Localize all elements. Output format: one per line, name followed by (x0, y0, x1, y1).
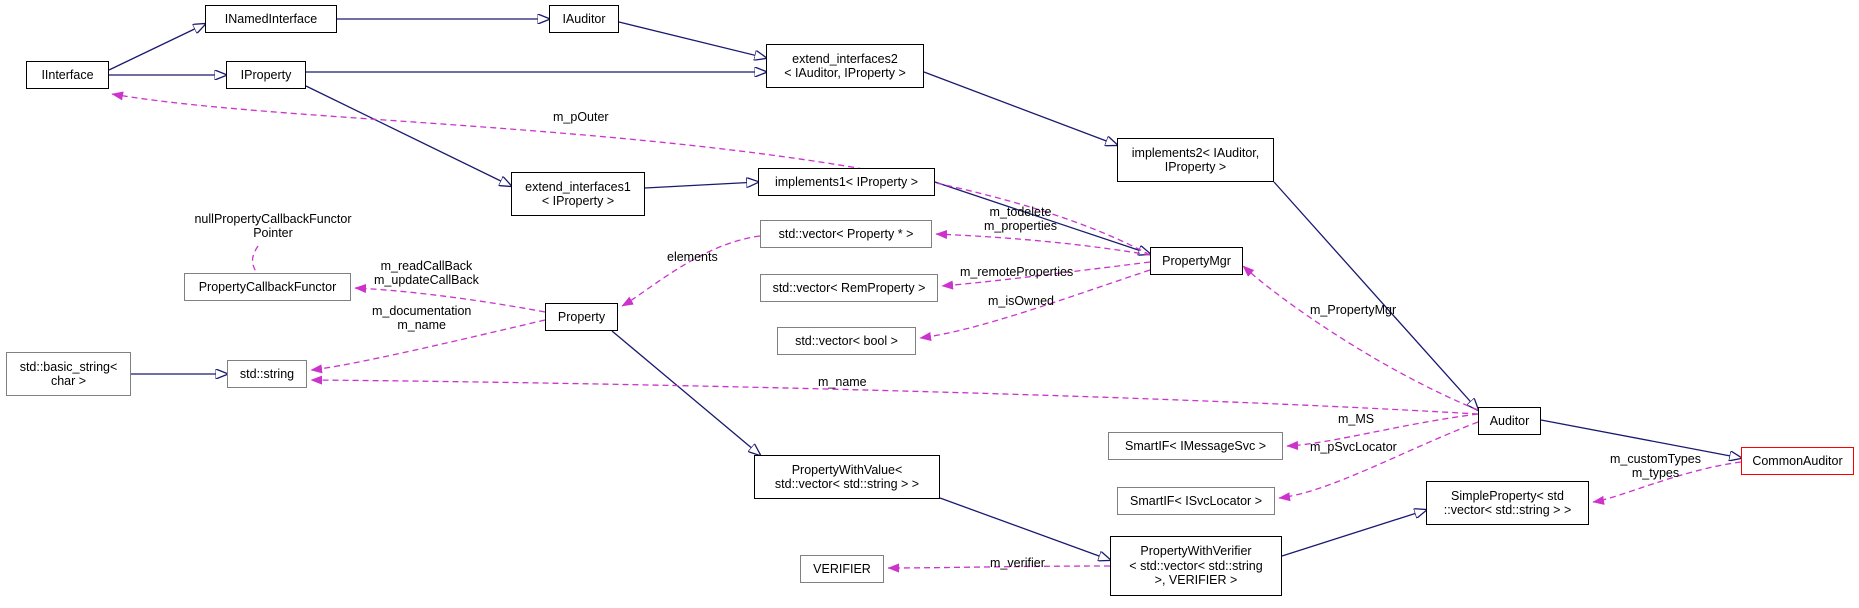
node-inamedinterface[interactable]: INamedInterface (205, 5, 337, 33)
edge-label-m-verifier: m_verifier (990, 556, 1045, 570)
node-verifier[interactable]: VERIFIER (800, 555, 884, 583)
node-property[interactable]: Property (545, 303, 618, 331)
edge-label-m-psvclocator: m_pSvcLocator (1310, 440, 1397, 454)
edge-label-m-pouter: m_pOuter (553, 110, 609, 124)
node-propertycallbackfunctor[interactable]: PropertyCallbackFunctor (184, 273, 351, 301)
node-extend-interfaces1[interactable]: extend_interfaces1 < IProperty > (511, 172, 645, 216)
edge-label-m-todelete-m-properties: m_todelete m_properties (984, 205, 1057, 234)
edge-label-m-customtypes-m-types: m_customTypes m_types (1610, 452, 1702, 481)
edge-label-m-documentation-m-name: m_documentation m_name (372, 304, 472, 333)
node-smartif-imessagesvc[interactable]: SmartIF< IMessageSvc > (1108, 432, 1283, 460)
edge-label-m-isowned: m_isOwned (988, 294, 1054, 308)
edge-label-m-name: m_name (818, 375, 867, 389)
node-basic-string[interactable]: std::basic_string< char > (6, 352, 131, 396)
node-smartif-isvclocator[interactable]: SmartIF< ISvcLocator > (1117, 487, 1275, 515)
node-vector-bool[interactable]: std::vector< bool > (777, 327, 916, 355)
node-propertymgr[interactable]: PropertyMgr (1150, 247, 1243, 275)
node-std-string[interactable]: std::string (227, 360, 307, 388)
edge-label-m-ms: m_MS (1338, 412, 1375, 426)
node-extend-interfaces2[interactable]: extend_interfaces2 < IAuditor, IProperty… (766, 44, 924, 88)
node-propertywithverifier[interactable]: PropertyWithVerifier < std::vector< std:… (1110, 536, 1282, 596)
node-vector-remproperty[interactable]: std::vector< RemProperty > (760, 274, 938, 302)
node-vector-property-pointer[interactable]: std::vector< Property * > (760, 220, 932, 248)
node-iinterface[interactable]: IInterface (26, 61, 109, 89)
edge-label-m-readcallback-m-updatecallback: m_readCallBack m_updateCallBack (374, 259, 479, 288)
edge-label-m-propertymgr: m_PropertyMgr (1310, 303, 1397, 317)
label-nullpropertycallbackfunctorpointer: nullPropertyCallbackFunctor Pointer (194, 212, 352, 241)
node-implements2[interactable]: implements2< IAuditor, IProperty > (1117, 138, 1274, 182)
edge-label-elements: elements (667, 250, 718, 264)
node-propertywithvalue[interactable]: PropertyWithValue< std::vector< std::str… (754, 455, 940, 499)
edge-label-m-remoteproperties: m_remoteProperties (960, 265, 1074, 279)
node-implements1[interactable]: implements1< IProperty > (758, 168, 935, 196)
node-commonauditor[interactable]: CommonAuditor (1741, 447, 1854, 475)
node-iauditor[interactable]: IAuditor (549, 5, 619, 33)
node-simpleproperty[interactable]: SimpleProperty< std ::vector< std::strin… (1426, 481, 1589, 525)
node-auditor[interactable]: Auditor (1478, 407, 1541, 435)
node-iproperty[interactable]: IProperty (226, 61, 306, 89)
